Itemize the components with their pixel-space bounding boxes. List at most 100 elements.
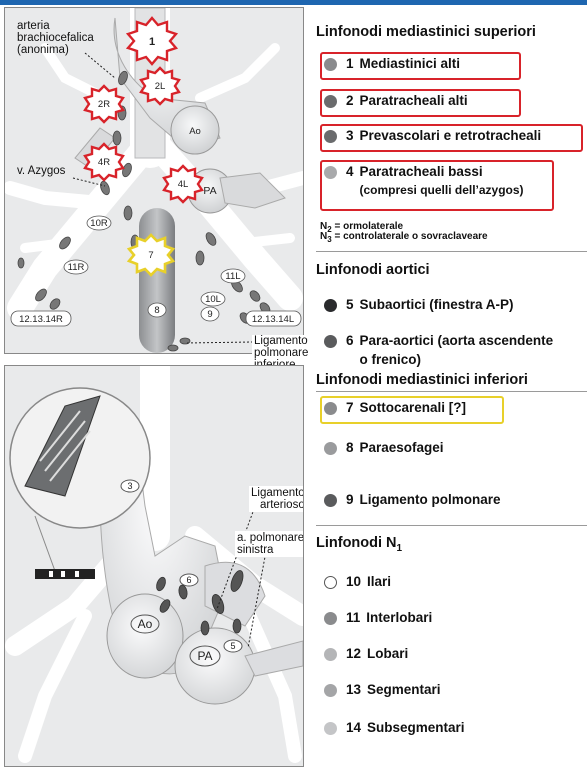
node-dot-icon bbox=[324, 684, 337, 697]
legend-label: Subaortici (finestra A-P) bbox=[360, 297, 514, 312]
legend-label: Prevascolari e retrotracheali bbox=[360, 128, 542, 143]
ao-label-bottom: Ao bbox=[138, 617, 153, 631]
legend-item-1: 1 Mediastinici alti bbox=[324, 56, 460, 71]
legend-label: Ligamento polmonare bbox=[360, 492, 501, 507]
legend-item-3: 3 Prevascolari e retrotracheali bbox=[324, 128, 541, 143]
divider bbox=[316, 525, 587, 526]
station-11L-label: 11L bbox=[225, 271, 240, 282]
station-7-label: 7 bbox=[148, 250, 153, 261]
legend-label: Paratracheali bassi bbox=[360, 164, 524, 179]
legend-num: 10 bbox=[346, 574, 361, 589]
left-pulmonary-branch bbox=[245, 641, 303, 676]
legend-item-11: 11 Interlobari bbox=[324, 610, 432, 625]
legend-item-12: 12 Lobari bbox=[324, 646, 408, 661]
ao-label: Ao bbox=[189, 126, 201, 137]
legend-item-8: 8 Paraesofagei bbox=[324, 440, 444, 455]
station-5-label: 5 bbox=[230, 641, 235, 651]
station-2R-label: 2R bbox=[98, 99, 110, 110]
legend-sublabel: (compresi quelli dell’azygos) bbox=[360, 183, 524, 197]
station-4R-label: 4R bbox=[98, 157, 110, 168]
legend-item-13: 13 Segmentari bbox=[324, 682, 441, 697]
pa-vessel-bottom bbox=[175, 628, 255, 704]
station-10R-label: 10R bbox=[90, 218, 108, 229]
legend-num: 14 bbox=[346, 720, 361, 735]
section-title-superior: Linfonodi mediastinici superiori bbox=[316, 24, 536, 40]
legend-item-5: 5 Subaortici (finestra A-P) bbox=[324, 297, 514, 312]
legend-label: Lobari bbox=[367, 646, 408, 661]
legend-num: 9 bbox=[346, 492, 354, 507]
station-3-label: 3 bbox=[127, 481, 132, 491]
node-dot-icon bbox=[324, 494, 337, 507]
section-title-n1: Linfonodi N1 bbox=[316, 535, 402, 554]
magnifier-handle bbox=[35, 516, 55, 571]
legend-num: 7 bbox=[346, 400, 354, 415]
station-8-label: 8 bbox=[154, 305, 159, 316]
node-dot-icon bbox=[324, 335, 337, 348]
legend-label: Subsegmentari bbox=[367, 720, 465, 735]
legend-num: 11 bbox=[346, 610, 360, 625]
legend-item-6: 6 Para-aortici (aorta ascendente o freni… bbox=[324, 333, 553, 367]
node-dot-icon bbox=[324, 95, 337, 108]
mediastinum-illustration: 1 2L 2R 4R 4L 7 10R 11R 10L 11L 8 9 12.1… bbox=[5, 8, 303, 353]
node-dot-icon bbox=[324, 576, 337, 589]
legend-num: 5 bbox=[346, 297, 354, 312]
note-n3-text: = controlaterale o sovraclaveare bbox=[334, 231, 487, 242]
pa-label: PA bbox=[203, 185, 216, 197]
legend-label: Ilari bbox=[367, 574, 391, 589]
legend-label: Para-aortici (aorta ascendente bbox=[360, 333, 554, 348]
legend-num: 3 bbox=[346, 128, 354, 143]
legend-num: 6 bbox=[346, 333, 354, 348]
legend-item-7: 7 Sottocarenali [?] bbox=[324, 400, 466, 415]
mediastinal-diagram-bottom: 3 6 5 Ao PA Ligamento arterioso a. polmo… bbox=[4, 365, 304, 767]
section-title-n1-text: Linfonodi N bbox=[316, 535, 397, 551]
legend-label: Sottocarenali [?] bbox=[360, 400, 467, 415]
station-9-label: 9 bbox=[207, 309, 212, 320]
pa-label-bottom: PA bbox=[197, 649, 212, 663]
legend-item-4: 4 Paratracheali bassi (compresi quelli d… bbox=[324, 164, 524, 197]
aortic-illustration: 3 6 5 Ao PA bbox=[5, 366, 303, 766]
legend-label: Interlobari bbox=[366, 610, 432, 625]
legend-num: 12 bbox=[346, 646, 361, 661]
legend-label: Paraesofagei bbox=[360, 440, 444, 455]
node-dot-icon bbox=[324, 722, 337, 735]
note-n3: N3 = controlaterale o sovraclaveare bbox=[320, 232, 488, 245]
station-12-13-14R-label: 12.13.14R bbox=[19, 314, 63, 325]
label-ligamento-arterioso: Ligamento arterioso bbox=[249, 486, 304, 512]
station-12-13-14L-label: 12.13.14L bbox=[252, 314, 294, 325]
node-dot-icon bbox=[324, 648, 337, 661]
legend-num: 1 bbox=[346, 56, 354, 71]
mediastinal-diagram-top: 1 2L 2R 4R 4L 7 10R 11R 10L 11L 8 9 12.1… bbox=[4, 7, 304, 354]
section-title-inferior: Linfonodi mediastinici inferiori bbox=[316, 372, 528, 388]
legend-num: 13 bbox=[346, 682, 361, 697]
legend-num: 2 bbox=[346, 93, 354, 108]
legend-label: Mediastinici alti bbox=[360, 56, 461, 71]
legend-sublabel: o frenico) bbox=[360, 352, 554, 367]
section-title-n1-sub: 1 bbox=[397, 543, 403, 554]
label-azygos: v. Azygos bbox=[17, 165, 65, 177]
legend-num: 4 bbox=[346, 164, 354, 179]
node-dot-icon bbox=[324, 402, 337, 415]
legend-label: Paratracheali alti bbox=[360, 93, 468, 108]
legend-panel: Linfonodi mediastinici superiori 1 Media… bbox=[308, 0, 587, 771]
station-2L-label: 2L bbox=[155, 81, 166, 92]
node-dot-icon bbox=[324, 166, 337, 179]
station-6-label: 6 bbox=[186, 575, 191, 585]
legend-label: Segmentari bbox=[367, 682, 441, 697]
esophagus bbox=[139, 208, 175, 353]
station-10L-label: 10L bbox=[205, 294, 221, 305]
ao-vessel-bottom bbox=[107, 594, 183, 678]
station-11R-label: 11R bbox=[68, 262, 85, 273]
legend-item-9: 9 Ligamento polmonare bbox=[324, 492, 501, 507]
node-dot-icon bbox=[324, 130, 337, 143]
divider bbox=[316, 251, 587, 252]
node-dot-icon bbox=[324, 58, 337, 71]
legend-item-14: 14 Subsegmentari bbox=[324, 720, 465, 735]
divider bbox=[316, 391, 587, 392]
legend-item-10: 10 Ilari bbox=[324, 574, 391, 589]
node-dot-icon bbox=[324, 612, 337, 625]
node-dot-icon bbox=[324, 299, 337, 312]
node-dot-icon bbox=[324, 442, 337, 455]
station-4L-label: 4L bbox=[178, 179, 189, 190]
section-title-aortic: Linfonodi aortici bbox=[316, 262, 430, 278]
legend-item-2: 2 Paratracheali alti bbox=[324, 93, 468, 108]
